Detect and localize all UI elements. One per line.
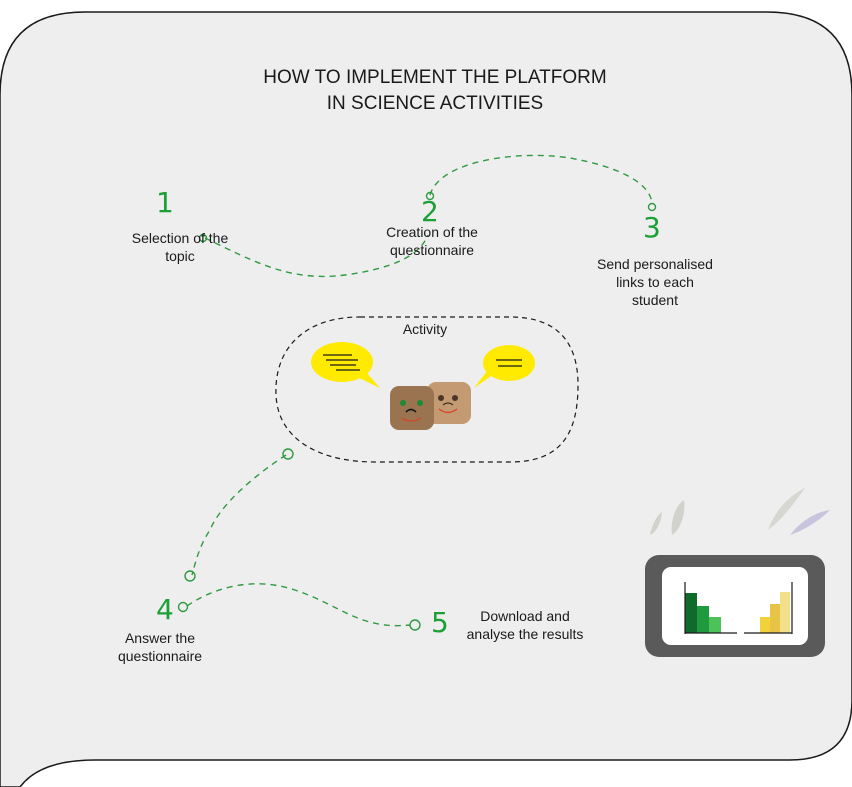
connector-activity-4 bbox=[191, 454, 287, 576]
feather-icon bbox=[650, 488, 830, 535]
connector-2-3 bbox=[429, 154, 653, 204]
step-2-label: Creation of the questionnaire bbox=[386, 224, 478, 258]
connector-node bbox=[647, 202, 657, 212]
diagram-title: HOW TO IMPLEMENT THE PLATFORM IN SCIENCE… bbox=[263, 67, 607, 114]
face-icon bbox=[390, 386, 434, 430]
step-1-number: 1 bbox=[156, 186, 174, 219]
step-5-label: Download and analyse the results bbox=[466, 608, 584, 642]
step-3-label: Send personalised links to each student bbox=[597, 256, 713, 308]
connector-node bbox=[177, 601, 189, 613]
speech-bubble-icon bbox=[474, 345, 535, 388]
activity-enclosure bbox=[275, 316, 579, 463]
face-icon bbox=[427, 382, 471, 424]
bar-chart-monitor-icon bbox=[645, 555, 825, 657]
connector-node bbox=[409, 619, 421, 631]
step-4-label: Answer the questionnaire bbox=[117, 630, 203, 664]
connector-1-2 bbox=[204, 234, 429, 278]
connector-node bbox=[198, 233, 208, 243]
step-2-number: 2 bbox=[421, 195, 439, 228]
connector-node bbox=[184, 570, 196, 582]
connector-4-5 bbox=[186, 583, 411, 627]
step-4-number: 4 bbox=[156, 593, 174, 626]
step-5-number: 5 bbox=[431, 606, 449, 639]
step-3-number: 3 bbox=[643, 211, 661, 244]
activity-label: Activity bbox=[402, 321, 448, 337]
connector-node bbox=[282, 448, 294, 460]
speech-bubble-icon bbox=[311, 342, 380, 388]
connector-node bbox=[425, 191, 435, 201]
step-1-label: Selection of the topic bbox=[131, 230, 229, 264]
